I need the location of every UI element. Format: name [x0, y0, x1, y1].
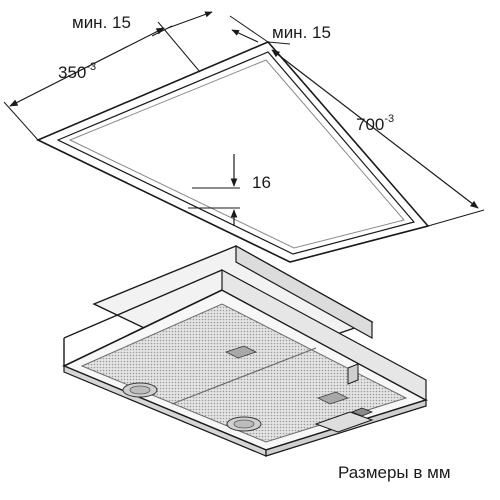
dimension-length: 700-3 — [267, 41, 485, 227]
control-panel — [314, 411, 374, 433]
offset-value: 16 — [252, 173, 271, 192]
extension-line-width-left — [3, 101, 39, 141]
dimension-line-width — [9, 27, 165, 107]
dimension-line-min-right — [231, 29, 259, 43]
control-button — [350, 407, 374, 417]
extension-line-length-top — [267, 41, 291, 45]
width-value: 350-3 — [58, 61, 96, 82]
grease-filter — [80, 303, 408, 443]
dimension-min-right: мин. 15 — [229, 15, 331, 43]
filter-divider — [171, 347, 317, 405]
lamp-right-inner — [233, 419, 255, 429]
hood-top-box-right — [235, 244, 373, 340]
min-right-label: мин. 15 — [272, 23, 331, 42]
extension-line-length-bottom — [427, 209, 485, 227]
dimension-width: 350-3 — [3, 21, 201, 141]
side-latch — [347, 363, 359, 385]
filter-handle-back — [224, 345, 258, 359]
hood-body-upper-edge — [63, 269, 223, 339]
extension-line-width-right — [157, 21, 201, 73]
min-left-label: мин. 15 — [72, 13, 131, 32]
lamp-left-inner — [129, 385, 151, 395]
dimension-offset: 16 — [188, 154, 271, 226]
filter-handle-front — [316, 391, 350, 405]
dimension-line-min-left — [167, 11, 213, 29]
range-hood — [62, 244, 429, 457]
ceiling-cutout — [36, 41, 430, 263]
dimension-min-left: мин. 15 — [72, 11, 213, 37]
dimension-line-length — [271, 49, 479, 209]
length-value: 700-3 — [356, 113, 394, 134]
units-caption: Размеры в мм — [338, 463, 451, 482]
extension-line-min-right — [229, 15, 269, 43]
